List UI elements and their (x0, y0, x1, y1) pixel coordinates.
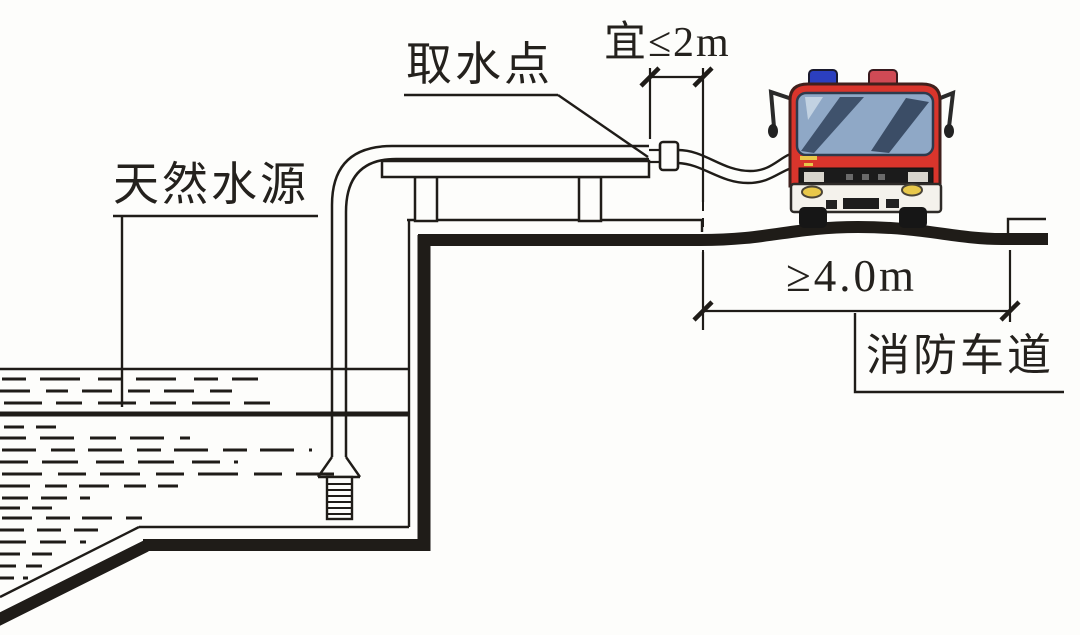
platform-leg-left (413, 175, 439, 223)
truck-mirror-left (768, 89, 793, 128)
pipe-outlet-coupling (649, 140, 680, 172)
platform-deck (380, 159, 651, 179)
label-dimension-2m: 宜≤2m (604, 20, 731, 66)
suction-pipe (330, 144, 649, 457)
pipe-funnel-strainer (317, 456, 361, 521)
leader-natural-water-source (113, 214, 318, 407)
label-fire-lane: 消防车道 (866, 331, 1054, 380)
fire-truck-icon (768, 69, 956, 228)
road-edge-step (1006, 217, 1046, 234)
truck-mirror-right (937, 89, 956, 128)
truck-license-plate (843, 198, 879, 209)
platform-leg-right (577, 175, 603, 223)
dimension-4m (692, 250, 1021, 330)
truck-wheel-right (899, 207, 927, 228)
label-intake-point: 取水点 (406, 39, 553, 90)
dim-tick (999, 300, 1021, 322)
intake-platform (380, 159, 651, 223)
truck-headlight-left (801, 185, 823, 199)
leader-intake-point (404, 93, 649, 158)
dim-tick (692, 66, 714, 88)
label-natural-water-source: 天然水源 (113, 159, 309, 210)
basin-wall-thick (0, 235, 431, 626)
dim-tick (692, 300, 714, 322)
water-ripple-dashes (0, 377, 334, 580)
dimension-2m (639, 66, 714, 252)
leader-fire-lane (853, 313, 1064, 394)
truck-wheel-left (799, 207, 827, 228)
truck-headlight-right (901, 183, 923, 197)
dim-tick (639, 66, 661, 88)
label-dimension-4m: ≥4.0m (786, 251, 917, 301)
ground-line (418, 217, 1048, 246)
suction-hose (677, 148, 807, 185)
